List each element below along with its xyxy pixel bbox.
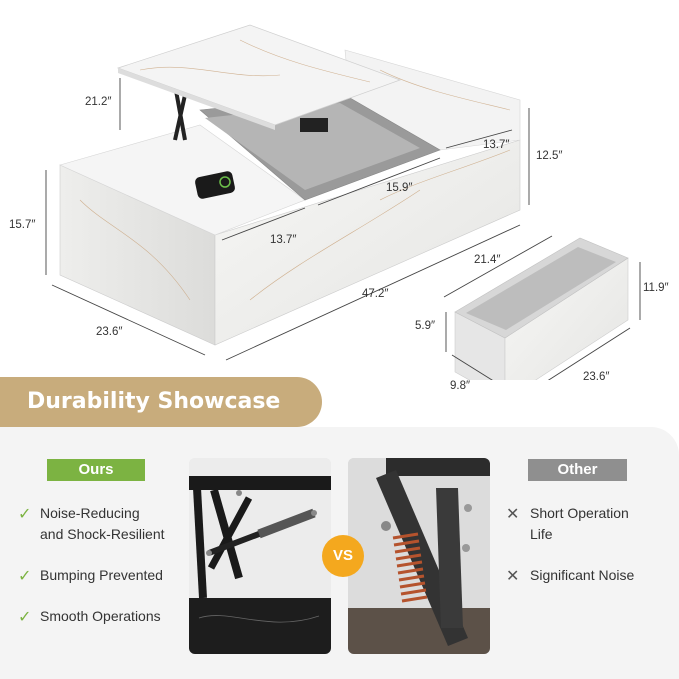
table-depth-label: 23.6″ <box>96 326 123 338</box>
vs-badge: VS <box>322 535 364 577</box>
drawer-height-label: 11.9″ <box>643 282 669 294</box>
ours-badge: Ours <box>47 459 145 481</box>
ours-feature-2: Bumping Prevented <box>40 565 163 586</box>
lifted-lid <box>116 24 402 126</box>
lid-lift-height-label: 21.2″ <box>85 96 112 108</box>
table-front-face <box>214 139 521 346</box>
feature-text: Smooth Operations <box>40 608 161 624</box>
coffee-table-illustration <box>45 24 641 380</box>
check-icon: ✓ <box>18 566 32 585</box>
dimension-lines <box>45 78 641 380</box>
drawer-inner-length-label: 21.4″ <box>474 254 501 266</box>
storage-length-label: 15.9″ <box>386 182 413 194</box>
rear-height-label: 12.5″ <box>536 150 563 162</box>
cross-icon: ✕ <box>506 566 520 585</box>
feature-text: and Shock-Resilient <box>40 526 165 542</box>
other-feature-2: Significant Noise <box>530 565 634 586</box>
other-badge: Other <box>528 459 627 481</box>
other-hinge-photo <box>348 458 490 654</box>
feature-text: Noise-Reducing <box>40 505 140 521</box>
ours-feature-3: Smooth Operations <box>40 606 161 627</box>
other-feature-1: Short Operation Life <box>530 503 629 545</box>
table-height-label: 15.7″ <box>9 219 36 231</box>
drawer-length-label: 23.6″ <box>583 371 610 383</box>
feature-text: Life <box>530 526 553 542</box>
check-icon: ✓ <box>18 504 32 523</box>
table-length-label: 47.2″ <box>362 288 389 300</box>
drawer-inner-height-label: 5.9″ <box>415 320 436 332</box>
ours-feature-1: Noise-Reducing and Shock-Resilient <box>40 503 165 545</box>
feature-text: Short Operation <box>530 505 629 521</box>
drawer-depth-label: 9.8″ <box>450 380 471 392</box>
storage-width-label: 13.7″ <box>270 234 297 246</box>
check-icon: ✓ <box>18 607 32 626</box>
control-panel <box>195 171 235 199</box>
ours-hinge-photo <box>189 458 331 654</box>
cross-icon: ✕ <box>506 504 520 523</box>
rear-width-label: 13.7″ <box>483 139 510 151</box>
banner-title: Durability Showcase <box>27 389 281 414</box>
feature-text: Bumping Prevented <box>40 567 163 583</box>
feature-text: Significant Noise <box>530 567 635 583</box>
product-dimension-diagram: 21.2″ 15.7″ 23.6″ 47.2″ 13.7″ 15.9″ 13.7… <box>9 24 669 392</box>
section-banner <box>0 377 322 427</box>
